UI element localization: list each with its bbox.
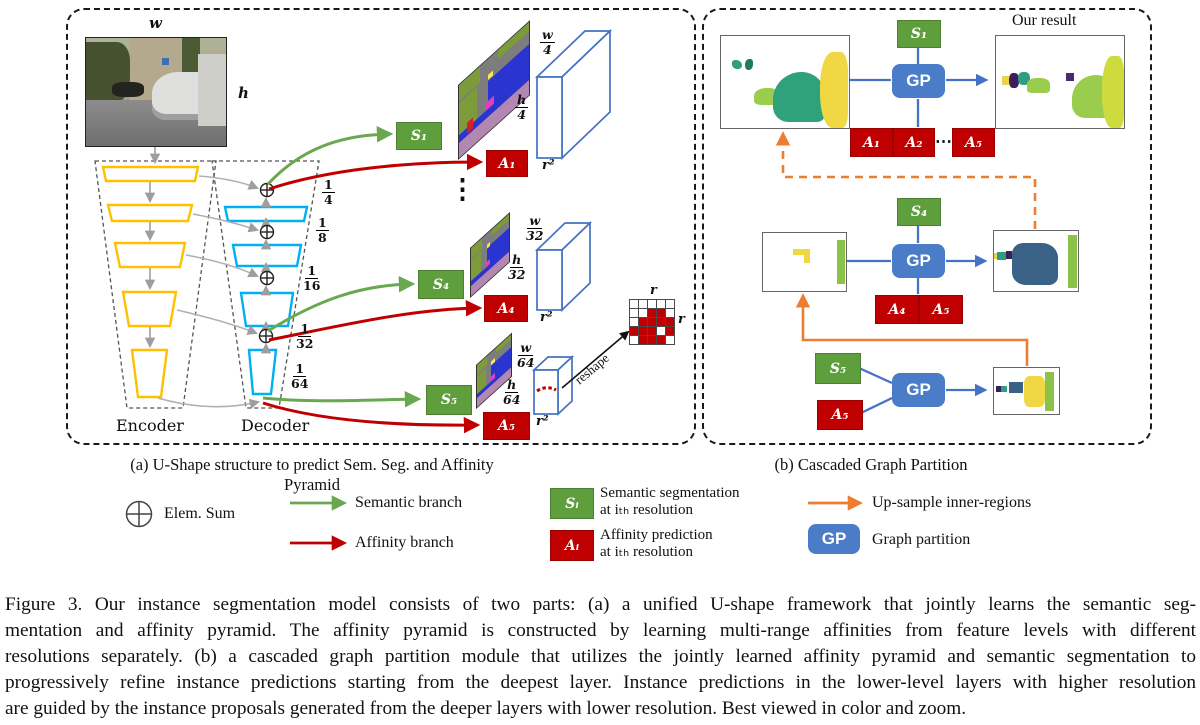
gp-box-row1: GP [892,64,945,98]
caption-line: Figure 3. Our instance segmentation mode… [5,594,1196,615]
legend-a-box: Aᵢ [550,530,594,561]
input-width-label: w [149,14,162,32]
legend-gp-box: GP [808,524,860,554]
elem-sum-icon [125,500,153,528]
caption-line: progressively refine instance prediction… [5,672,1196,693]
instance-image-row1-left [720,35,850,129]
panel-b-a5-box-row2: A₅ [919,295,963,324]
elem-sum-label: Elem. Sum [164,505,236,522]
instance-image-row2-left [762,232,847,292]
upsample-label: Up-sample inner-regions [872,494,1032,511]
panel-b-s4-box: S₄ [897,198,941,226]
caption-line: resolutions separately. (b) a cascaded g… [5,646,1196,667]
panel-b-s1-box: S₁ [897,20,941,48]
vertical-ellipsis: ⋮ [449,174,476,204]
s1-box: S₁ [396,122,442,150]
panel-b-s5-box: S₅ [815,353,861,384]
photo-dark-car [112,82,144,97]
photo-blue-sign [162,58,169,65]
affinity-branch-label: Affinity branch [355,534,454,551]
legend-s-description: Semantic segmentation at iₜₕ resolution [600,485,740,518]
legend-s-box: Sᵢ [550,488,594,519]
a5-box: A₅ [483,412,530,440]
photo-white-van [198,54,226,126]
panel-a-border [66,8,696,445]
a1-box: A₁ [486,150,528,177]
figure-caption: Figure 3. Our instance segmentation mode… [5,592,1196,722]
legend-a-description: Affinity prediction at iₜₕ resolution [600,527,713,560]
feat1-depth: r² [542,158,555,173]
panel-b-a5-box-row3: A₅ [817,400,863,430]
instance-image-row2-right [993,230,1079,292]
instance-image-row3 [993,367,1060,415]
caption-line: are guided by the instance proposals gen… [5,698,967,719]
caption-line: mentation and affinity pyramid. The affi… [5,620,1196,641]
panel-a-caption: (a) U-Shape structure to predict Sem. Se… [130,455,494,494]
horizontal-ellipsis: ⋯ [935,132,952,151]
affinity-cell-off [664,334,675,345]
s5-box: S₅ [426,385,472,415]
encoder-label: Encoder [116,416,184,435]
grid-r-right-label: r [678,312,685,327]
feat2-depth: r² [540,310,553,325]
panel-b-border [702,8,1152,445]
gp-box-row3: GP [892,373,945,407]
panel-b-a2-box: A₂ [893,128,935,157]
gp-box-row2: GP [892,244,945,278]
semantic-branch-label: Semantic branch [355,494,463,511]
affinity-pattern-grid [628,298,675,345]
our-result-label: Our result [1012,12,1077,29]
s4-box: S₄ [418,270,464,299]
feat3-depth: r² [536,414,549,429]
panel-b-a4-box: A₄ [875,295,919,324]
instance-image-row1-right [995,35,1125,129]
panel-b-a5-box-row1: A₅ [952,128,995,157]
grid-r-top-label: r [650,283,657,298]
a4-box: A₄ [484,295,528,322]
panel-b-a1-box: A₁ [850,128,893,157]
panel-b-caption: (b) Cascaded Graph Partition [774,455,968,474]
input-height-label: h [238,84,249,102]
input-street-photo [85,37,227,147]
gp-description: Graph partition [872,531,971,548]
decoder-label: Decoder [241,416,310,435]
